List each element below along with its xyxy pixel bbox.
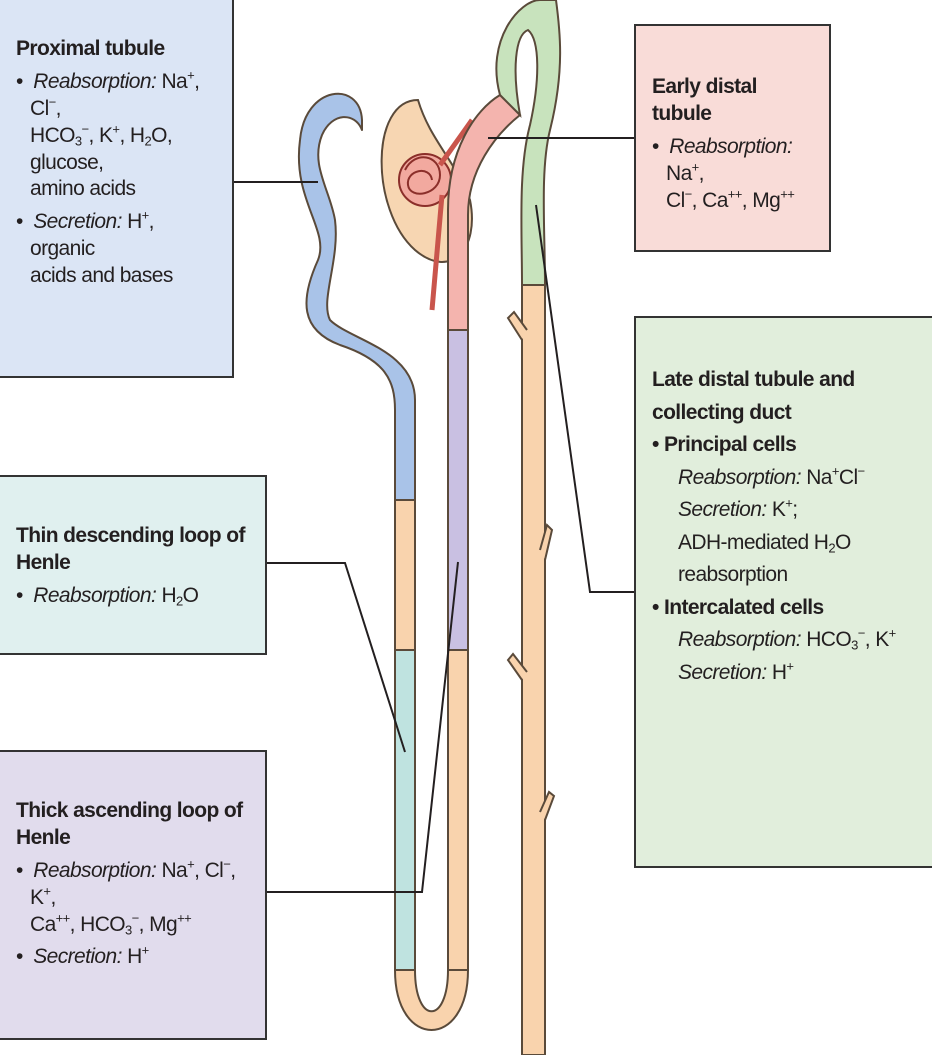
leader-thin — [267, 562, 406, 753]
thin-descending-reabsorption: Reabsorption: H2O — [16, 583, 259, 610]
proximal-secretion: Secretion: H+, organic acids and bases — [16, 209, 222, 290]
thick-ascending-reabsorption: Reabsorption: Na+, Cl−, K+, Ca++, HCO3−,… — [16, 857, 259, 939]
thick-ascending-limb — [447, 329, 469, 651]
thick-ascending-title: Thick ascending loop of Henle — [16, 799, 243, 849]
collecting-duct-branch-2 — [539, 523, 554, 561]
thin-descending-title: Thin descending loop of Henle — [16, 524, 245, 574]
thin-limb-lower — [394, 649, 416, 971]
proximal-title: Proximal tubule — [16, 37, 165, 60]
leader-thick — [267, 561, 459, 893]
thick-ascending-loop-box: Thick ascending loop of Henle Reabsorpti… — [0, 750, 267, 1040]
leader-lines — [234, 137, 634, 893]
principal-secretion: Secretion: K+; — [678, 495, 798, 522]
intercalated-cells-heading: Intercalated cells — [652, 592, 928, 625]
proximal-reabs-label: Reabsorption: — [33, 69, 157, 93]
glomerulus — [398, 118, 475, 311]
principal-cells-heading: Principal cells — [652, 429, 928, 462]
proximal-secr-label: Secretion: — [33, 210, 122, 234]
intercalated-secretion: Secretion: H+ — [678, 658, 794, 684]
thick-ascending-lower — [447, 649, 469, 971]
thin-descending-limb — [394, 499, 416, 651]
adh-mediated: ADH-mediated H2O reabsorption — [678, 530, 851, 587]
collecting-duct — [506, 284, 556, 1055]
early-distal-reabsorption: Reabsorption: Na+, Cl−, Ca++, Mg++ — [652, 134, 821, 215]
intercalated-reabsorption: Reabsorption: HCO3−, K+ — [678, 625, 896, 653]
collecting-duct-branch-1 — [506, 310, 528, 341]
proximal-reabsorption: Reabsorption: Na+, Cl−, HCO3−, K+, H2O, … — [16, 68, 222, 203]
early-distal-tubule-shape — [447, 93, 522, 331]
early-distal-title: Early distal tubule — [652, 75, 757, 125]
proximal-tubule-box: Proximal tubule Reabsorption: Na+, Cl−, … — [0, 0, 234, 378]
thick-ascending-secretion: Secretion: H+ — [16, 944, 259, 971]
loop-bend — [393, 969, 470, 1031]
leader-late-distal — [535, 204, 634, 593]
late-distal-tubule-shape — [495, 0, 562, 286]
collecting-duct-branch-4 — [539, 790, 556, 821]
early-distal-tubule-box: Early distal tubule Reabsorption: Na+, C… — [634, 24, 831, 252]
proximal-tubule-shape — [297, 92, 416, 501]
principal-reabsorption: Reabsorption: Na+Cl− — [678, 463, 865, 489]
thin-descending-loop-box: Thin descending loop of Henle Reabsorpti… — [0, 475, 267, 655]
collecting-duct-branch-3 — [506, 652, 528, 681]
